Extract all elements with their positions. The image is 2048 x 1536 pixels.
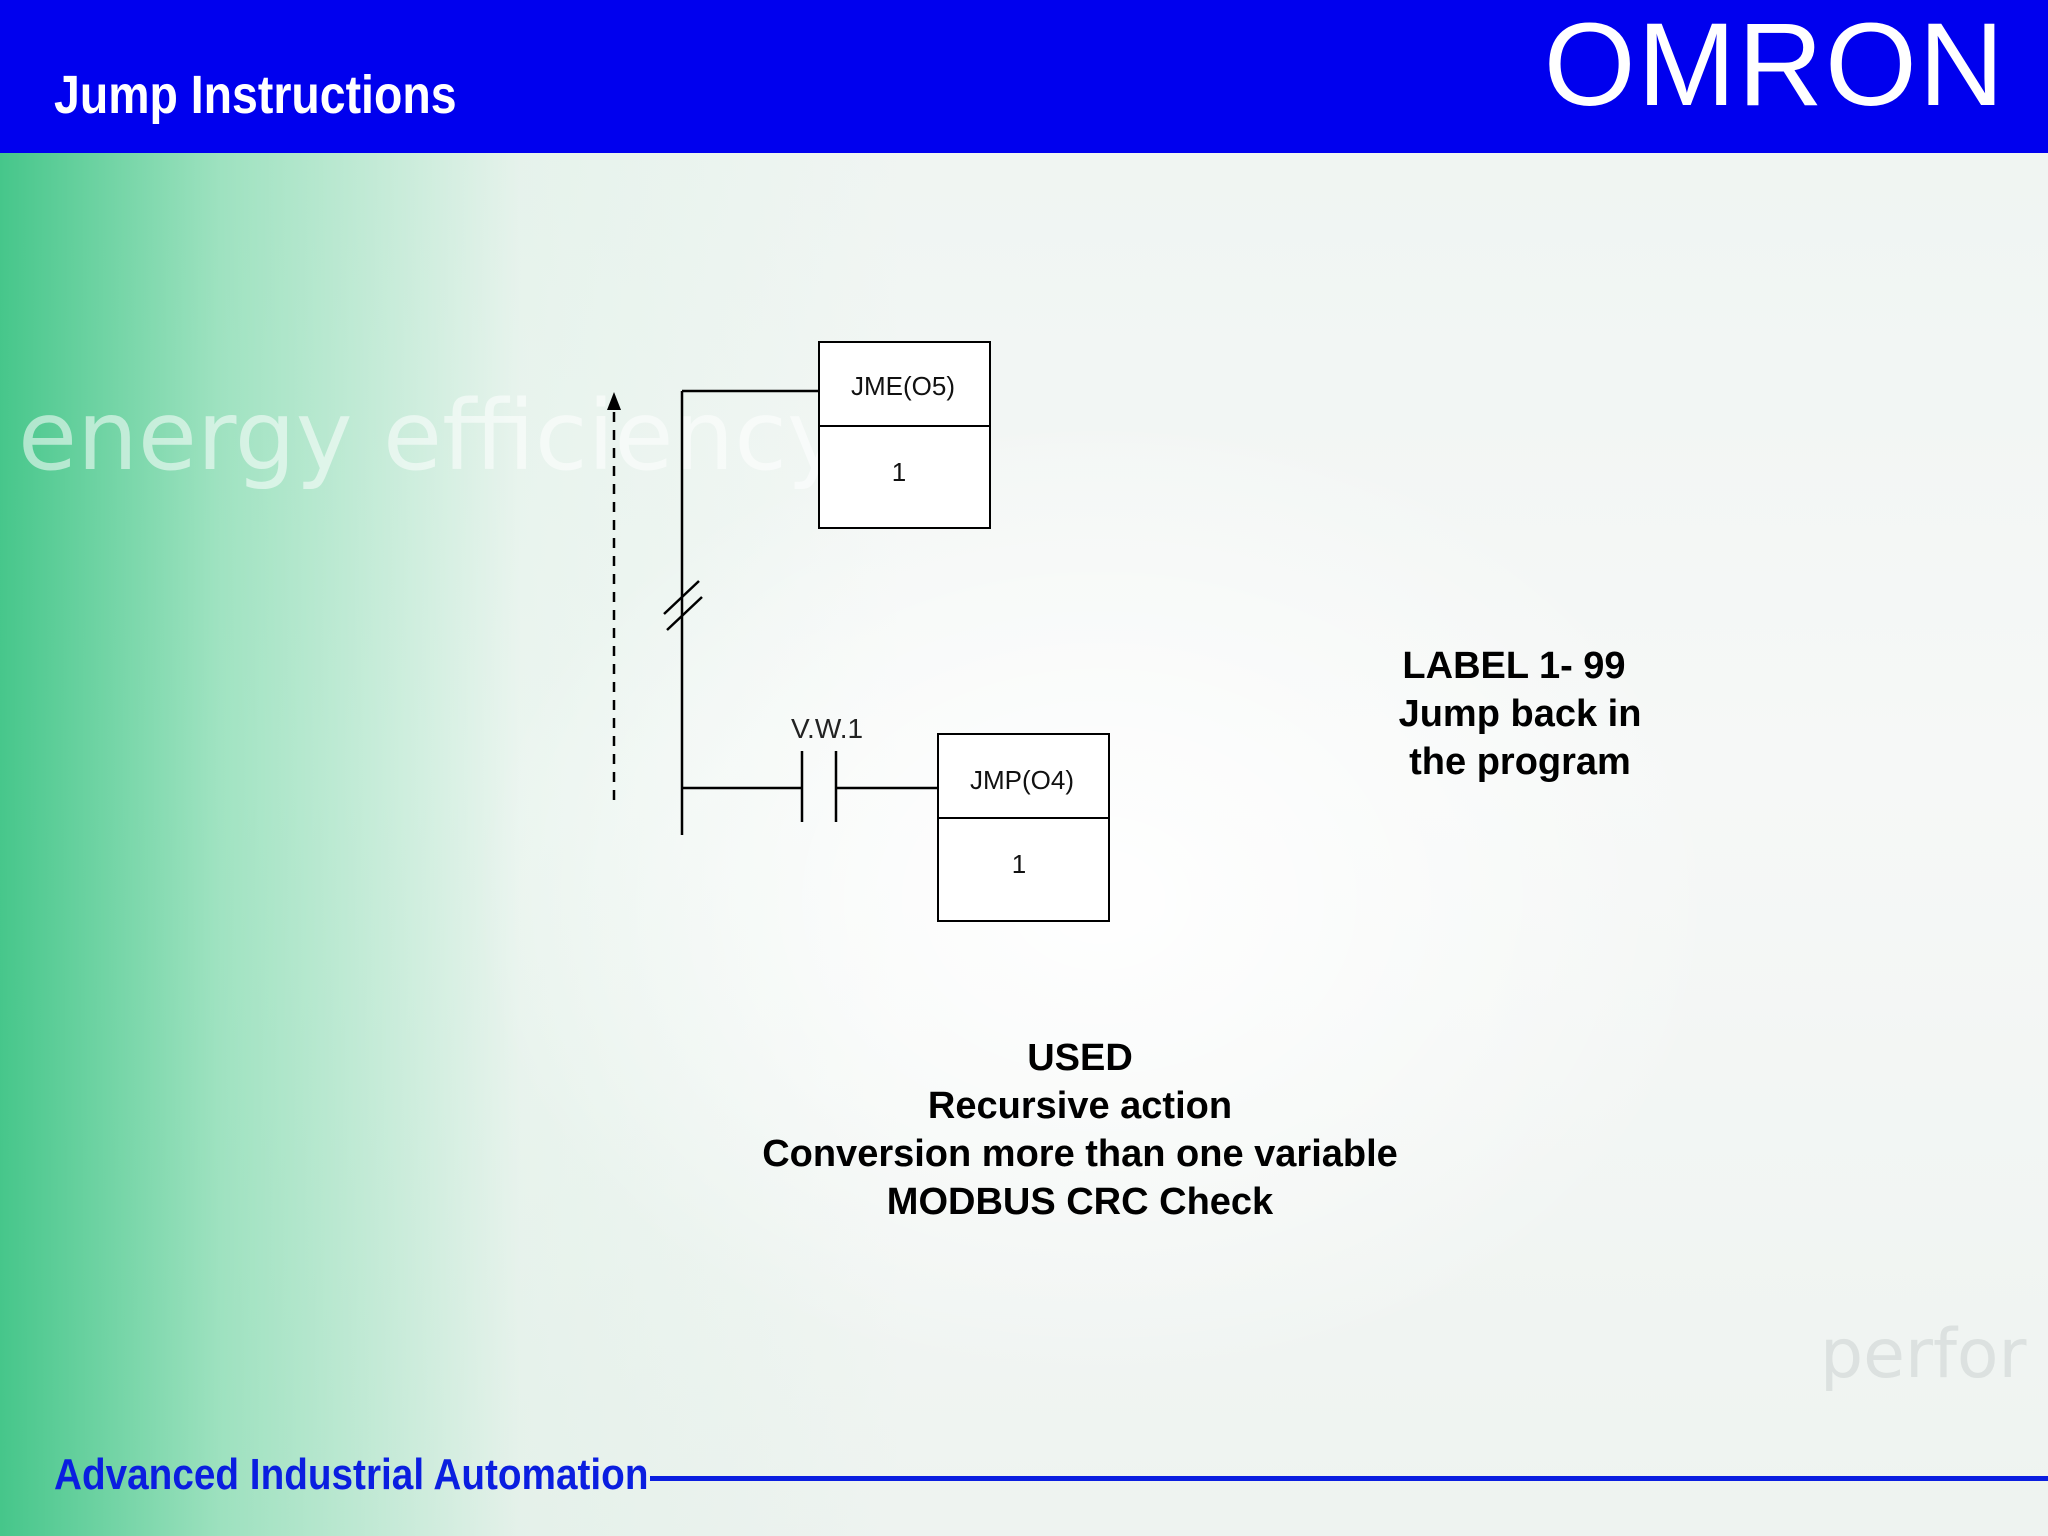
note-line: Jump back in [1398, 693, 1642, 735]
note-line: the program [1409, 741, 1631, 783]
rail-break-mark [663, 580, 700, 615]
label-range-note: LABEL 1- 99 Jump back in the program [1360, 642, 1680, 786]
jmp-instruction-label: JMP(O4) [970, 765, 1074, 795]
header-bar: Jump Instructions OMRON [0, 0, 2048, 153]
footer-tagline: Advanced Industrial Automation [54, 1450, 649, 1499]
usage-note: USED Recursive action Conversion more th… [730, 1034, 1430, 1226]
background-watermark-text: energy efficiency [18, 380, 844, 492]
jme-instruction-box [818, 341, 991, 529]
note-heading: USED [1027, 1037, 1133, 1079]
jmp-operand-label: 1 [1012, 849, 1026, 879]
note-line: LABEL 1- 99 [1402, 645, 1626, 687]
note-line: Recursive action [927, 1085, 1233, 1127]
jme-operand-label: 1 [892, 457, 906, 487]
note-line: Conversion more than one variable [762, 1133, 1398, 1175]
rail-break-mark [666, 596, 703, 631]
jump-back-arrowhead [607, 392, 621, 410]
note-line: MODBUS CRC Check [886, 1181, 1274, 1223]
footer-divider [650, 1476, 2048, 1481]
background-watermark-text: perfor [1820, 1315, 2027, 1394]
page-title: Jump Instructions [54, 65, 457, 125]
contact-address-label: V.W.1 [791, 713, 863, 744]
omron-logo: OMRON [1543, 0, 2006, 131]
jme-instruction-label: JME(O5) [851, 371, 955, 401]
jmp-instruction-box [937, 733, 1110, 922]
